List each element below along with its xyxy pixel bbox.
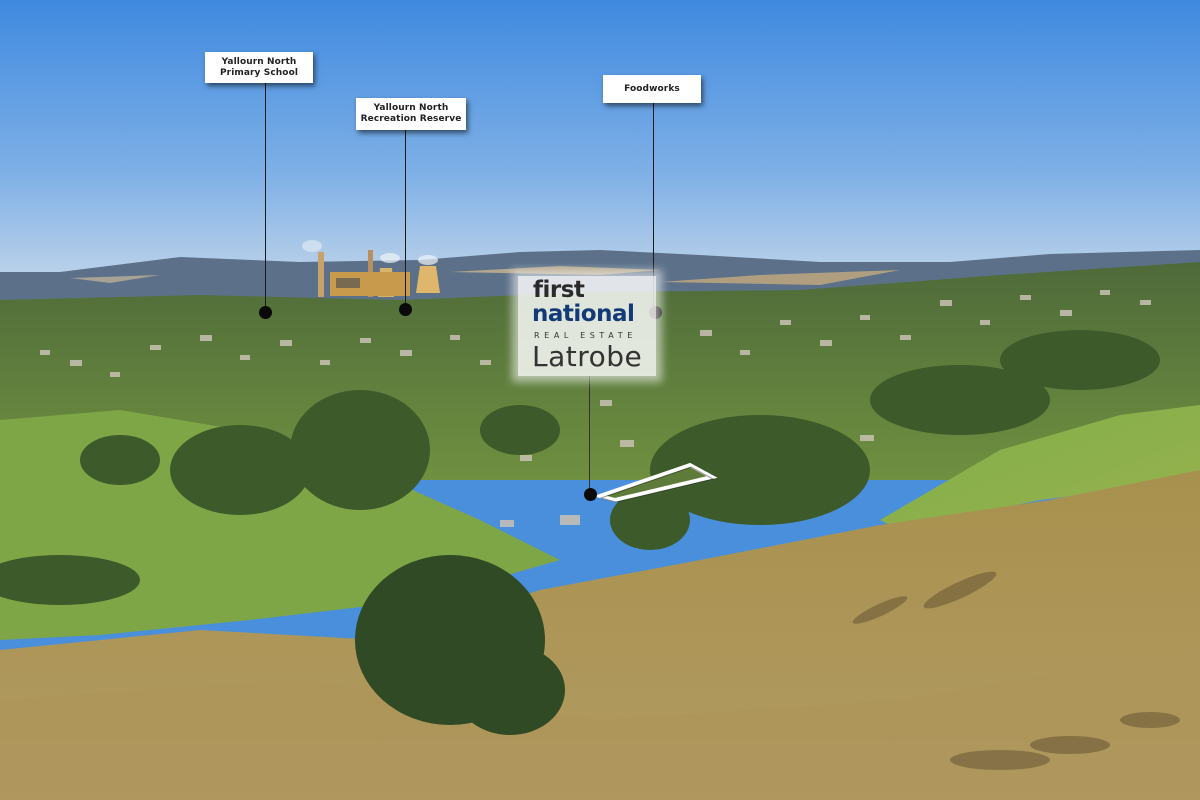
reserve-pin-dot <box>399 303 412 316</box>
school-label-line2: Primary School <box>219 67 299 78</box>
logo-national: national <box>532 301 635 327</box>
reserve-pin-line <box>405 130 406 310</box>
reserve-label-line1: Yallourn North <box>373 103 449 113</box>
foodworks-pin-line <box>653 103 654 313</box>
school-pin-line <box>265 83 266 313</box>
reserve-label-line2: Recreation Reserve <box>360 114 462 124</box>
foodworks-label: Foodworks <box>603 75 701 103</box>
property-pin-line <box>589 376 590 494</box>
logo-latrobe: Latrobe <box>532 340 643 373</box>
logo-real-estate: REAL ESTATE <box>534 331 637 340</box>
agency-logo: first national REAL ESTATE Latrobe <box>518 276 656 376</box>
school-pin-dot <box>259 306 272 319</box>
school-label-line1: Yallourn North <box>221 56 297 67</box>
property-outline <box>593 462 718 503</box>
power-station <box>302 240 440 297</box>
foodworks-label-text: Foodworks <box>624 83 680 94</box>
logo-first: first <box>533 277 585 303</box>
property-pin-dot <box>584 488 597 501</box>
reserve-label: Yallourn North Recreation Reserve <box>356 98 466 130</box>
school-label: Yallourn North Primary School <box>205 52 313 83</box>
